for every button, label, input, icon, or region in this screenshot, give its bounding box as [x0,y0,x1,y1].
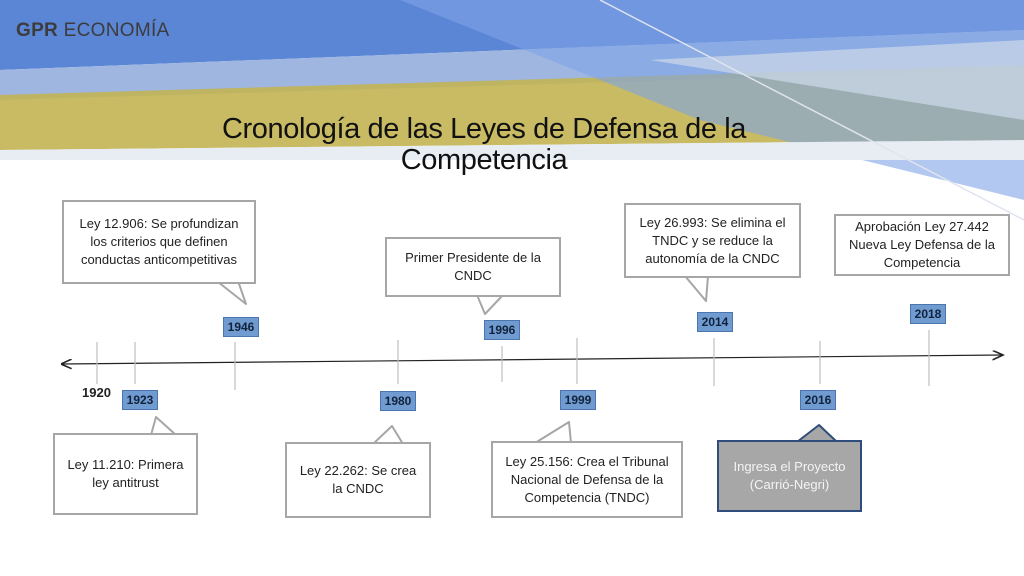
brand-rest: ECONOMÍA [63,20,170,41]
callout-2016: Ingresa el Proyecto (Carrió-Negri) [717,440,862,512]
pointer-1996 [476,294,504,315]
year-box-2018: 2018 [910,304,946,324]
pointer-2014 [684,275,709,302]
brand-strong: GPR [16,20,59,41]
year-box-1996: 1996 [484,320,520,340]
callout-1946: Ley 12.906: Se profundizan los criterios… [62,200,256,284]
brand-logo-text: GPR ECONOMÍA [16,20,170,42]
year-box-1923: 1923 [122,390,158,410]
year-box-1999: 1999 [560,390,596,410]
year-box-1946: 1946 [223,317,259,337]
year-box-2014: 2014 [697,312,733,332]
callout-1923: Ley 11.210: Primera ley antitrust [53,433,198,515]
callout-2018: Aprobación Ley 27.442 Nueva Ley Defensa … [834,214,1010,276]
callout-1996: Primer Presidente de la CNDC [385,237,561,297]
pointer-1999 [534,421,572,444]
callout-1999: Ley 25.156: Crea el Tribunal Nacional de… [491,441,683,518]
year-box-1980: 1980 [380,391,416,411]
slide-title: Cronología de las Leyes de Defensa de la… [221,113,747,176]
timeline-axis [62,355,1002,364]
year-label-1920: 1920 [82,385,111,400]
year-box-2016: 2016 [800,390,836,410]
callout-1980: Ley 22.262: Se crea la CNDC [285,442,431,518]
callout-2014: Ley 26.993: Se elimina el TNDC y se redu… [624,203,801,278]
